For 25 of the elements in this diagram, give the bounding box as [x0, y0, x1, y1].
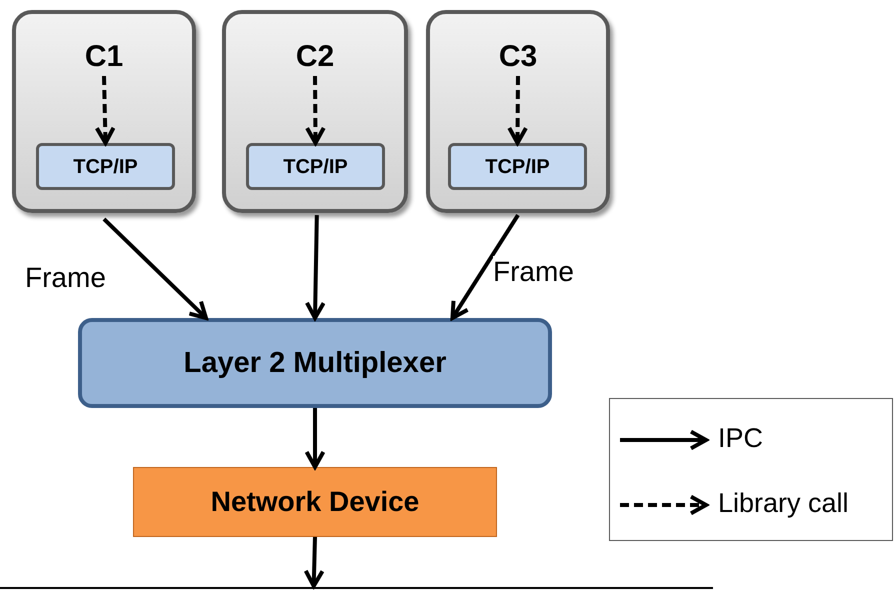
container-heading: C1 — [84, 39, 124, 75]
arrow — [450, 214, 520, 320]
protocol-box — [36, 143, 175, 190]
multiplexer-box — [78, 318, 552, 408]
ground-line — [0, 587, 713, 589]
container-box — [426, 10, 610, 213]
node-label: TCP/IP — [484, 154, 551, 178]
arrow — [305, 76, 326, 145]
protocol-box — [448, 143, 587, 190]
protocol-box — [246, 143, 385, 190]
node-label: Layer 2 Multiplexer — [182, 346, 448, 380]
arrow — [507, 76, 528, 145]
container-box — [222, 10, 408, 213]
arrow — [304, 536, 324, 588]
arrow — [304, 215, 326, 320]
arrow — [94, 76, 116, 145]
container-heading: C3 — [498, 39, 538, 75]
node-label: Network Device — [210, 485, 420, 519]
container-heading: C2 — [294, 39, 336, 75]
arrow — [102, 218, 208, 320]
device-box — [133, 467, 497, 537]
node-label: TCP/IP — [282, 154, 349, 178]
node-label: TCP/IP — [72, 154, 139, 178]
container-box — [12, 10, 196, 213]
arrow — [304, 408, 326, 469]
